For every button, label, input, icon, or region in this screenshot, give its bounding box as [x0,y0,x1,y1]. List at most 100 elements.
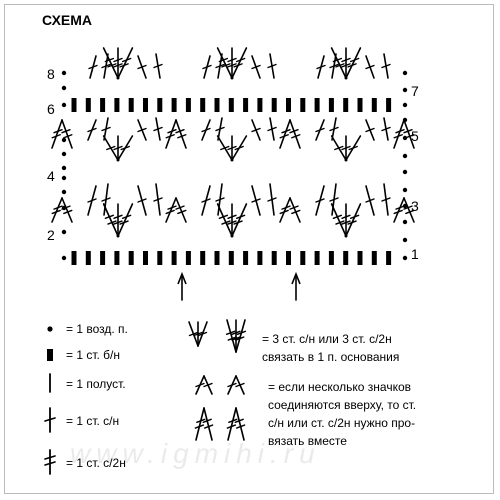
tr-crossbar [403,128,413,134]
tr-crossbar [107,63,117,68]
sc-symbol [171,251,177,265]
tr-crossbar [347,63,357,68]
tr-symbol [51,119,63,149]
legend-chain-text: = 1 возд. п. [66,322,128,336]
sc-symbol [157,98,163,112]
dc-crossbar [87,198,97,203]
sc-symbol [257,98,263,112]
sc-symbol [228,251,234,265]
sc-symbol [343,251,349,265]
sc-symbol [343,98,349,112]
fan-row4-base [116,158,120,162]
dc-crossbar [215,197,225,202]
tr-symbol [165,197,177,223]
tr-crossbar [281,128,291,134]
dc-crossbar [315,127,325,133]
watermark-text: www.igmihi.ru [70,438,321,469]
fan-row2-base [230,234,234,238]
sc-symbol [314,251,320,265]
tr-crossbar [393,209,403,215]
tr-crossbar [335,220,345,225]
sc-symbol [200,98,206,112]
tr-symbol [393,119,405,149]
tr-crossbar [403,205,413,210]
tr-crossbar [119,220,129,225]
tr-crossbar [335,63,345,68]
chain-symbol [61,137,67,143]
tr-crossbar [279,134,289,139]
dc-crossbar [195,382,205,388]
tr-crossbar [113,57,123,63]
tr-symbol [235,407,245,441]
sc-symbol [85,98,91,112]
sc-symbol [371,251,377,265]
chain-symbol [61,255,67,261]
dc-crossbar [137,64,147,70]
sc-symbol [228,98,234,112]
dc-crossbar [87,127,97,133]
tr-crossbar [235,424,246,429]
sc-symbol [185,98,191,112]
tr-symbol [61,197,73,223]
dc-crossbar [215,63,225,69]
tr-crossbar [227,214,237,220]
tr-crossbar [53,205,63,210]
dc-crossbar [106,145,116,151]
tr-crossbar [395,128,405,134]
dc-crossbar [193,331,203,337]
tr-crossbar [194,424,205,429]
legend-cluster-note: = если несколько значков соединяются вве… [268,378,416,450]
tr-crossbar [113,214,123,220]
tr-crossbar [281,205,291,210]
tr-crossbar [227,220,237,225]
legend-cluster-line-2: соединяются вверху, то ст. [268,398,417,412]
tr-crossbar [177,134,187,139]
dc-crossbar [137,198,147,203]
arrow-head [177,271,187,285]
row-number-1: 1 [411,246,419,262]
sc-symbol [357,98,363,112]
tr-crossbar [221,63,231,68]
legend-slip-text: = 1 полуст. [66,377,126,391]
tr-crossbar [104,214,115,220]
legend-dc-text: = 1 ст. с/н [66,414,120,428]
dc-crossbar [235,382,245,388]
fan-row2-base [344,234,348,238]
chain-symbol [61,102,67,108]
dc-crossbar [113,145,123,151]
row-number-8: 8 [47,66,55,82]
fan-top-base [116,76,120,80]
tr-crossbar [236,330,247,335]
tr-symbol [231,47,248,79]
dc-crossbar [215,126,225,132]
tr-crossbar [235,214,246,220]
tr-crossbar [165,134,175,139]
dc-crossbar [251,198,261,203]
tr-crossbar [225,330,236,335]
dc-crossbar [234,145,244,151]
sc-symbol [271,251,277,265]
chain-symbol [61,175,67,181]
tr-crossbar [395,205,405,210]
tr-crossbar [107,220,117,225]
tr-crossbar [341,63,351,68]
sc-symbol [100,98,106,112]
dc-crossbar [197,331,208,337]
dc-crossbar [329,126,339,132]
dc-crossbar [188,331,199,337]
dc-crossbar [267,126,277,132]
dc-crossbar [267,63,277,69]
dc-crossbar [381,126,391,132]
tr-crossbar [226,424,237,429]
row-number-2: 2 [47,227,55,243]
tr-symbol [403,197,415,223]
tr-symbol [345,47,362,79]
dc-crossbar [202,64,212,70]
tr-crossbar [393,134,403,139]
dc-crossbar [101,197,111,202]
tr-symbol [231,203,248,237]
tr-symbol [216,203,233,237]
dc-crossbar [334,145,344,151]
arrow-head [291,271,301,285]
tr-crossbar [349,57,360,63]
